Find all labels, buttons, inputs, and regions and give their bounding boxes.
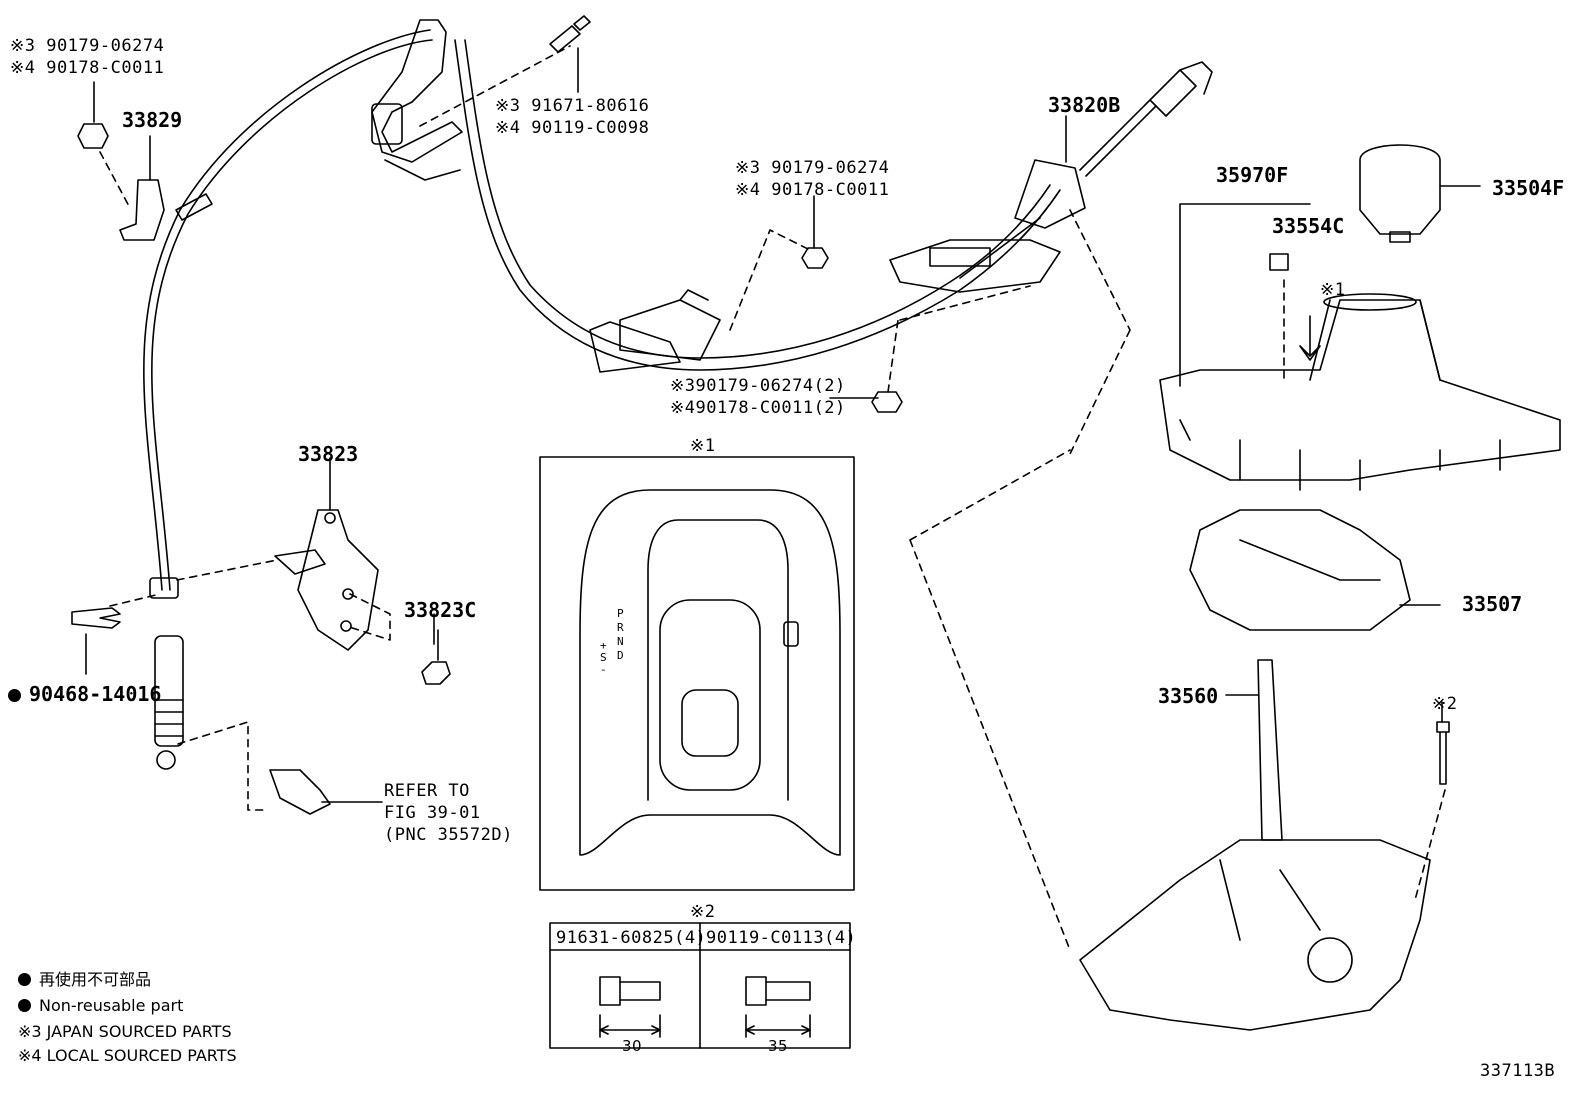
gate-minus: - xyxy=(600,663,608,676)
solid-leaders xyxy=(85,47,1481,803)
legend-local: ※4 LOCAL SOURCED PARTS xyxy=(18,1046,237,1065)
gate-p: P xyxy=(617,607,625,620)
detail1-title: ※1 xyxy=(690,436,716,456)
part-33823c: 33823C xyxy=(404,598,477,622)
nut-bottom xyxy=(871,391,903,413)
bracket-33507 xyxy=(1189,509,1411,631)
refer-line1: REFER TO xyxy=(384,781,470,801)
cable-retainer-plate xyxy=(589,289,721,373)
nut-bottom-local: ※490178-C0011(2) xyxy=(670,398,846,418)
legend-en: Non-reusable part xyxy=(18,994,183,1018)
bolt-top-japan: ※3 91671-80616 xyxy=(495,96,650,116)
refer-line2: FIG 39-01 xyxy=(384,803,481,823)
shift-knob-33504f xyxy=(1359,144,1441,243)
gate-s: S xyxy=(600,651,608,664)
figure-id: 337113B xyxy=(1480,1061,1556,1081)
clip-90468 xyxy=(71,607,121,629)
bolt-91671 xyxy=(549,15,591,53)
part-33504f: 33504F xyxy=(1492,176,1565,200)
clamp-33829 xyxy=(77,123,165,241)
bracket-33823 xyxy=(274,509,451,685)
part-33829: 33829 xyxy=(122,108,183,132)
part-33507: 33507 xyxy=(1462,592,1523,616)
nut-mid-japan: ※3 90179-06274 xyxy=(735,158,890,178)
nut-mid xyxy=(801,247,829,269)
detail1-box xyxy=(539,456,855,891)
cable-33820b xyxy=(889,61,1213,293)
part-33560: 33560 xyxy=(1158,684,1219,708)
detail2-table xyxy=(549,922,851,1049)
legend-jp-text: 再使用不可部品 xyxy=(39,970,152,989)
nut-bottom-japan: ※390179-06274(2) xyxy=(670,376,846,396)
detail2-part-1: 91631-60825(4) xyxy=(556,928,707,948)
nut-top-left-local: ※4 90178-C0011 xyxy=(10,58,165,78)
gate-n: N xyxy=(617,635,625,648)
part-35970f: 35970F xyxy=(1216,163,1289,187)
dashed-leaders xyxy=(99,45,1446,951)
note2-bolt-label: ※2 xyxy=(1432,694,1458,714)
detail2-length-1: 30 xyxy=(622,1037,643,1055)
gate-r: R xyxy=(617,621,625,634)
legend-en-text: Non-reusable part xyxy=(39,996,184,1015)
part-33820b: 33820B xyxy=(1048,93,1121,117)
non-reusable-dot-icon xyxy=(8,689,21,702)
gate-d: D xyxy=(617,649,625,662)
note1-arrow-label: ※1 xyxy=(1320,280,1346,300)
shift-cable xyxy=(143,29,1061,770)
shift-lever-33560 xyxy=(1079,659,1431,1031)
bolt-top-local: ※4 90119-C0098 xyxy=(495,118,650,138)
gate-plus: + xyxy=(600,639,608,652)
housing-35970f xyxy=(1159,293,1561,491)
part-90468-text: 90468-14016 xyxy=(29,682,162,706)
detail2-title: ※2 xyxy=(690,902,716,922)
part-33823: 33823 xyxy=(298,442,359,466)
clip-33554c xyxy=(1269,253,1289,271)
bolt-note2 xyxy=(1436,721,1450,785)
legend-jp: 再使用不可部品 xyxy=(18,968,151,992)
detail2-part-2: 90119-C0113(4) xyxy=(706,928,857,948)
refer-line3: (PNC 35572D) xyxy=(384,825,513,845)
refer-part xyxy=(269,769,331,815)
detail2-length-2: 35 xyxy=(768,1037,789,1055)
legend-dot-icon xyxy=(18,973,31,986)
legend-dot-icon-2 xyxy=(18,999,31,1012)
legend-japan: ※3 JAPAN SOURCED PARTS xyxy=(18,1022,232,1041)
cable-bracket-top xyxy=(371,19,463,181)
part-90468: 90468-14016 xyxy=(8,684,161,704)
nut-top-left-japan: ※3 90179-06274 xyxy=(10,36,165,56)
part-33554c: 33554C xyxy=(1272,214,1345,238)
nut-mid-local: ※4 90178-C0011 xyxy=(735,180,890,200)
